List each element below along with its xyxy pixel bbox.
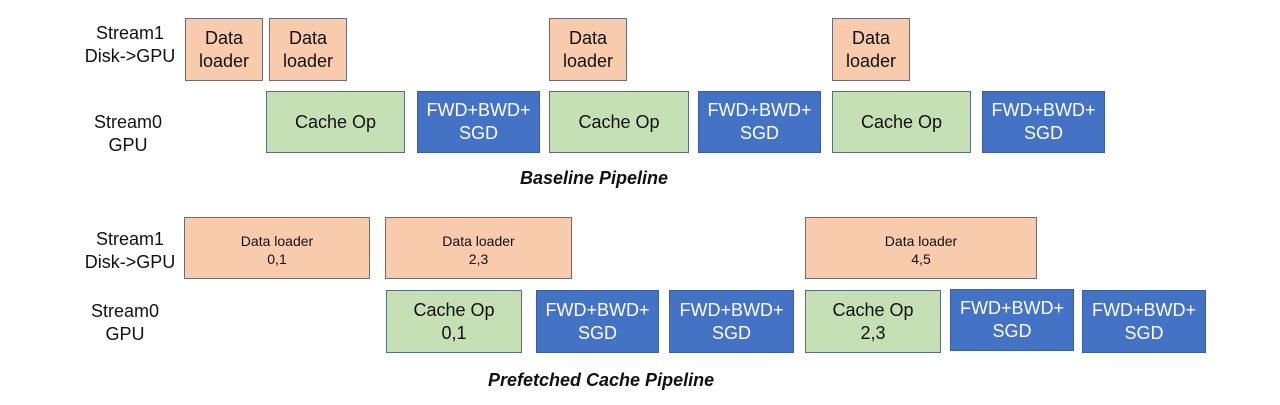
box-text: SGD xyxy=(992,321,1032,341)
label-line: Stream0 xyxy=(90,301,160,321)
box-text: 0,1 xyxy=(441,322,467,343)
prefetched-title: Prefetched Cache Pipeline xyxy=(488,370,715,390)
baseline-stream0-label: Stream0 GPU xyxy=(68,111,188,157)
box-text: 2,3 xyxy=(468,251,489,267)
baseline-cache-op-box: Cache Op xyxy=(266,91,405,153)
box-text: Data loader xyxy=(442,233,515,249)
baseline-data-loader-box: Data loader xyxy=(185,18,263,81)
label-line: Stream1 xyxy=(95,229,165,249)
label-line: Disk->GPU xyxy=(84,252,176,272)
box-text: Data xyxy=(288,27,328,48)
box-text: Data loader xyxy=(884,233,958,249)
box-text: Data xyxy=(204,27,244,48)
box-text: loader xyxy=(845,50,897,71)
box-text: SGD xyxy=(1124,322,1164,343)
box-text: FWD+BWD+ xyxy=(959,298,1064,318)
box-text: loader xyxy=(282,50,334,71)
baseline-cache-op-box: Cache Op xyxy=(549,91,689,153)
prefetched-data-loader-box: Data loader 2,3 xyxy=(385,217,572,279)
box-text: Cache Op xyxy=(294,111,377,132)
prefetched-cache-op-box: Cache Op 0,1 xyxy=(386,290,522,353)
baseline-stream1-label: Stream1 Disk->GPU xyxy=(70,22,190,68)
label-line: Disk->GPU xyxy=(84,46,176,66)
box-text: Cache Op xyxy=(578,111,660,132)
baseline-cache-op-box: Cache Op xyxy=(832,91,971,153)
baseline-data-loader-box: Data loader xyxy=(832,18,910,81)
box-text: 4,5 xyxy=(911,251,931,267)
label-line: Stream1 xyxy=(95,23,165,43)
box-text: SGD xyxy=(711,322,751,343)
baseline-fwd-bwd-sgd-box: FWD+BWD+ SGD xyxy=(698,91,821,153)
baseline-data-loader-box: Data loader xyxy=(549,18,627,81)
box-text: Cache Op xyxy=(860,111,943,132)
prefetched-data-loader-box: Data loader 4,5 xyxy=(805,217,1037,279)
box-text: SGD xyxy=(577,322,617,343)
box-text: Cache Op xyxy=(413,299,495,320)
box-text: FWD+BWD+ xyxy=(679,299,784,320)
baseline-fwd-bwd-sgd-box: FWD+BWD+ SGD xyxy=(417,91,540,153)
box-text: Data xyxy=(568,27,608,48)
prefetched-cache-op-box: Cache Op 2,3 xyxy=(805,290,941,353)
prefetched-data-loader-box: Data loader 0,1 xyxy=(184,217,370,279)
box-text: FWD+BWD+ xyxy=(426,100,531,120)
label-line: GPU xyxy=(108,135,148,155)
baseline-data-loader-box: Data loader xyxy=(269,18,347,81)
box-text: Data xyxy=(851,27,891,48)
box-text: SGD xyxy=(739,123,779,143)
prefetched-fwd-bwd-sgd-box: FWD+BWD+ SGD xyxy=(669,290,794,353)
box-text: loader xyxy=(562,50,614,71)
box-text: FWD+BWD+ xyxy=(1091,299,1196,320)
box-text: FWD+BWD+ xyxy=(707,100,812,120)
prefetched-stream1-label: Stream1 Disk->GPU xyxy=(70,228,190,274)
prefetched-fwd-bwd-sgd-box: FWD+BWD+ SGD xyxy=(1082,290,1206,353)
prefetched-fwd-bwd-sgd-box: FWD+BWD+ SGD xyxy=(536,290,659,353)
box-text: SGD xyxy=(1023,123,1063,143)
box-text: 0,1 xyxy=(267,251,287,267)
baseline-fwd-bwd-sgd-box: FWD+BWD+ SGD xyxy=(982,91,1105,153)
box-text: FWD+BWD+ xyxy=(545,299,650,320)
box-text: Cache Op xyxy=(832,299,914,320)
box-text: 2,3 xyxy=(860,322,886,343)
box-text: SGD xyxy=(458,123,498,143)
baseline-title: Baseline Pipeline xyxy=(520,168,669,188)
label-line: GPU xyxy=(105,324,145,344)
label-line: Stream0 xyxy=(93,112,163,132)
box-text: Data loader xyxy=(240,233,314,249)
box-text: loader xyxy=(198,50,250,71)
prefetched-stream0-label: Stream0 GPU xyxy=(65,300,185,346)
prefetched-fwd-bwd-sgd-box: FWD+BWD+ SGD xyxy=(950,289,1074,351)
box-text: FWD+BWD+ xyxy=(991,100,1096,120)
